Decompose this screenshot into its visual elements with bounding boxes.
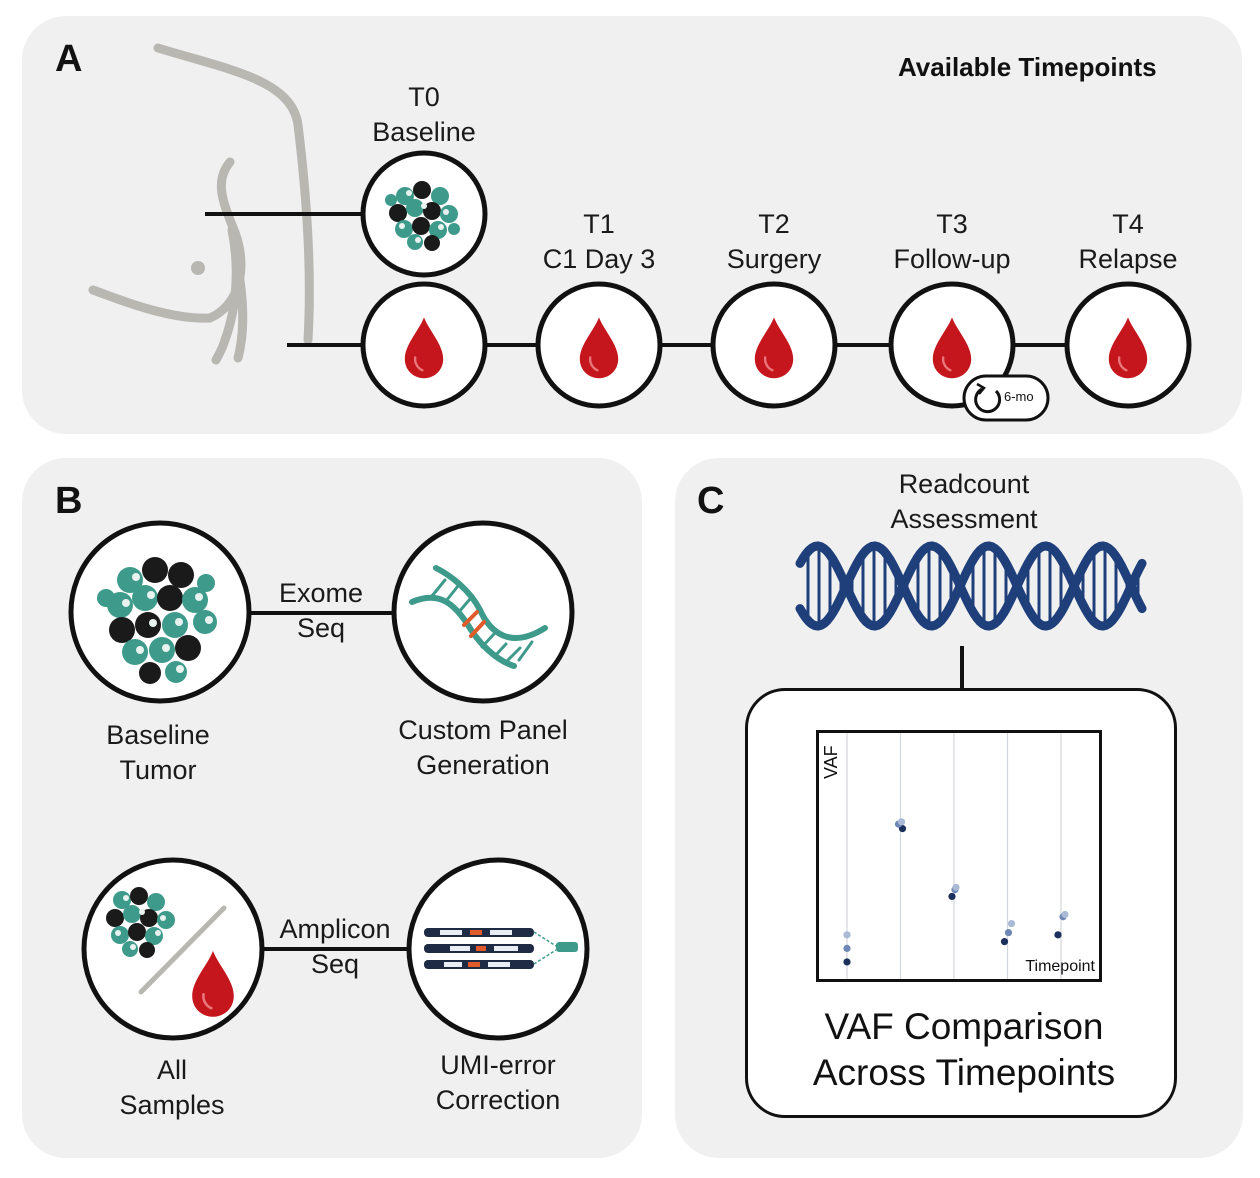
vaf-point bbox=[1000, 938, 1009, 946]
vaf-point bbox=[843, 958, 851, 966]
custom-panel-line1: Custom Panel bbox=[398, 715, 568, 745]
readcount-assessment-label: Readcount Assessment bbox=[890, 467, 1037, 537]
vaf-point bbox=[1061, 910, 1069, 919]
panel-c-letter: C bbox=[697, 480, 725, 522]
tumor-cells-icon bbox=[106, 887, 175, 958]
all-samples-label: All Samples bbox=[119, 1053, 224, 1123]
vaf-title-line1: VAF Comparison bbox=[824, 1006, 1104, 1047]
helix-strand-2 bbox=[795, 541, 1147, 631]
vaf-scatter-plot: VAF Timepoint bbox=[816, 730, 1102, 982]
exome-seq-label: Exome Seq bbox=[279, 576, 363, 646]
blood-circle-t0 bbox=[360, 281, 488, 409]
baseline-tumor-large-circle bbox=[68, 520, 252, 704]
t1-id: T1 bbox=[583, 209, 615, 239]
t4-id: T4 bbox=[1112, 209, 1144, 239]
umi-line2: Correction bbox=[435, 1085, 561, 1115]
vaf-point bbox=[952, 883, 960, 891]
nipple-icon bbox=[191, 261, 205, 275]
t4-label: T4 Relapse bbox=[1078, 207, 1177, 277]
exome-line1: Exome bbox=[278, 578, 364, 608]
custom-panel-label: Custom Panel Generation bbox=[398, 713, 568, 783]
umi-circle bbox=[406, 857, 590, 1041]
tumor-cells-icon bbox=[385, 181, 460, 251]
six-month-badge bbox=[962, 374, 1050, 422]
vaf-point bbox=[897, 818, 906, 826]
body-outline-icon bbox=[88, 43, 314, 365]
t0-label: T0 Baseline bbox=[372, 80, 476, 150]
six-month-badge-label: 6-mo bbox=[1004, 389, 1034, 404]
t3-id: T3 bbox=[936, 209, 968, 239]
dna-helix-icon bbox=[409, 565, 548, 669]
timeline-connectors bbox=[205, 212, 1066, 347]
umi-label: UMI-error Correction bbox=[436, 1048, 561, 1118]
t1-name: C1 Day 3 bbox=[542, 244, 656, 274]
t0-id: T0 bbox=[408, 82, 440, 112]
t2-label: T2 Surgery bbox=[727, 207, 822, 277]
y-axis-label: VAF bbox=[821, 745, 841, 779]
readcount-line1: Readcount bbox=[898, 469, 1030, 499]
t1-label: T1 C1 Day 3 bbox=[543, 207, 656, 277]
vaf-title-line2: Across Timepoints bbox=[812, 1052, 1116, 1093]
readcount-line2: Assessment bbox=[890, 504, 1038, 534]
t0-name: Baseline bbox=[372, 117, 476, 147]
blood-circle-t4 bbox=[1064, 281, 1192, 409]
all-samples-line2: Samples bbox=[119, 1090, 225, 1120]
vaf-point bbox=[1054, 931, 1062, 939]
custom-panel-circle bbox=[391, 520, 575, 704]
blood-circle-t1 bbox=[535, 281, 663, 409]
dna-double-helix-icon bbox=[795, 541, 1147, 631]
baseline-tumor-circle bbox=[360, 150, 488, 278]
vaf-point bbox=[1004, 928, 1013, 937]
vaf-point bbox=[843, 944, 851, 952]
panel-b-connectors bbox=[249, 611, 410, 951]
vaf-point bbox=[948, 892, 956, 901]
repeat-cycle-icon bbox=[974, 387, 1002, 414]
vaf-comparison-title: VAF Comparison Across Timepoints bbox=[813, 1004, 1115, 1096]
helix-strand-1 bbox=[795, 541, 1147, 631]
x-axis-label: Timepoint bbox=[1025, 958, 1095, 975]
sequence-reads-icon bbox=[424, 928, 578, 969]
all-samples-line1: All bbox=[156, 1055, 188, 1085]
vaf-chart-canvas bbox=[843, 733, 1069, 979]
exome-line2: Seq bbox=[296, 613, 346, 643]
t4-name: Relapse bbox=[1078, 244, 1178, 274]
t2-id: T2 bbox=[758, 209, 790, 239]
tumor-cells-icon bbox=[97, 557, 217, 684]
baseline-tumor-line1: Baseline bbox=[106, 720, 210, 750]
panel-b-letter: B bbox=[55, 480, 83, 522]
all-samples-circle bbox=[81, 857, 265, 1041]
custom-panel-line2: Generation bbox=[416, 750, 550, 780]
divider-slash bbox=[138, 905, 227, 995]
amplicon-seq-label: Amplicon Seq bbox=[279, 912, 390, 982]
t3-label: T3 Follow-up bbox=[893, 207, 1010, 277]
vaf-point bbox=[1007, 919, 1016, 928]
amplicon-line2: Seq bbox=[310, 949, 360, 979]
t3-name: Follow-up bbox=[893, 244, 1011, 274]
t2-name: Surgery bbox=[726, 244, 822, 274]
umi-line1: UMI-error bbox=[440, 1050, 556, 1080]
amplicon-line1: Amplicon bbox=[279, 914, 391, 944]
blood-circle-t2 bbox=[710, 281, 838, 409]
baseline-tumor-line2: Tumor bbox=[119, 755, 197, 785]
available-timepoints-header: Available Timepoints bbox=[898, 52, 1157, 82]
panel-a-letter: A bbox=[55, 38, 83, 80]
baseline-tumor-label: Baseline Tumor bbox=[106, 718, 210, 788]
vaf-point bbox=[843, 931, 851, 939]
